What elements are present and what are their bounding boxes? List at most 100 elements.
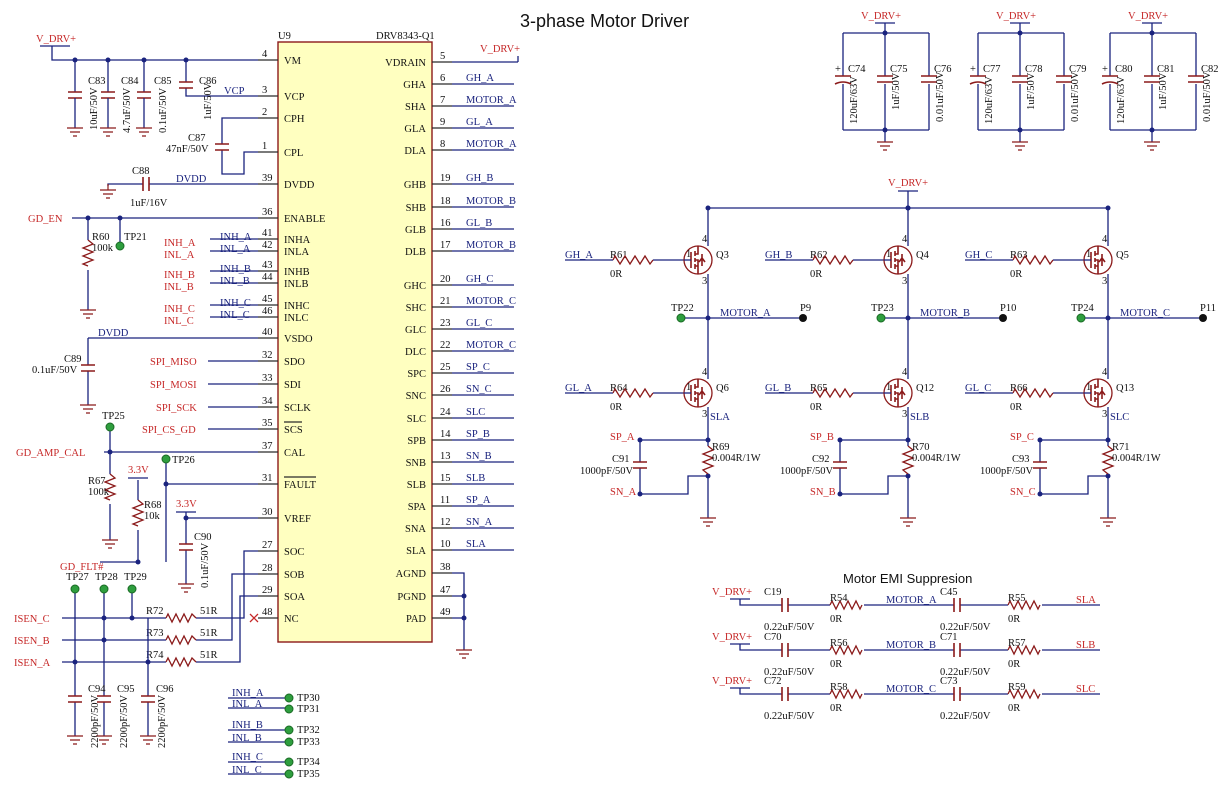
ic-pin-name-glb: GLB (405, 225, 426, 236)
tp-net-inl-c: INL_C (232, 765, 262, 776)
ic-pin-num-1: 1 (262, 141, 267, 152)
c71-value: 0.22uF/50V (940, 667, 991, 678)
c88-value: 1uF/16V (130, 198, 168, 209)
r67-symbol (103, 473, 117, 501)
c84-value: 4.7uF/50V (122, 87, 133, 133)
net-label-sha: MOTOR_A (466, 95, 517, 106)
r72-value: 51R (200, 606, 218, 617)
ic-pin-name-enable: ENABLE (284, 214, 325, 225)
ic-pin-name-spc: SPC (407, 369, 426, 380)
p10-marker[interactable] (999, 314, 1007, 322)
c78-ref: C78 (1025, 64, 1043, 75)
wire-isen (62, 617, 226, 663)
r71-ref: R71 (1112, 442, 1130, 453)
ic-pin-name-vdrain: VDRAIN (385, 58, 426, 69)
r73-value: 51R (200, 628, 218, 639)
emi-net-sla: SLA (1076, 595, 1096, 606)
q4-ref: Q4 (916, 250, 930, 261)
r57-value: 0R (1008, 659, 1020, 670)
net-label-gha: GH_A (466, 73, 494, 84)
ic-pin-num-3: 3 (262, 85, 267, 96)
wire-ic-gnd (452, 572, 465, 650)
p11-marker[interactable] (1199, 314, 1207, 322)
tp32-marker[interactable] (284, 725, 294, 735)
ic-pin-num-4: 4 (262, 49, 268, 60)
ic-pin-num-38: 38 (440, 562, 451, 573)
r54-symbol (829, 599, 863, 611)
emi-net-motor_a: MOTOR_A (886, 595, 937, 606)
port-gd-flt: GD_FLT# (60, 562, 104, 573)
ic-pin-num-20: 20 (440, 274, 451, 285)
r66-symbol (1012, 387, 1054, 399)
tp24-marker[interactable] (1076, 313, 1086, 323)
tp33-marker[interactable] (284, 737, 294, 747)
c73-ref: C73 (940, 676, 958, 687)
emi-section-title: Motor EMI Suppresion (843, 571, 972, 586)
input-nets (210, 238, 258, 318)
r61-ref: R61 (610, 250, 628, 261)
r74-value: 51R (200, 650, 218, 661)
ic-pin-num-43: 43 (262, 260, 273, 271)
ic-pin-num-45: 45 (262, 294, 273, 305)
ic-pin-name-vm: VM (284, 56, 302, 67)
c93-value: 1000pF/50V (980, 466, 1034, 477)
bulk-cap-groups: V_DRV++C74120uF/63VC751uF/50VC760.01uF/5… (834, 11, 1219, 151)
r71-symbol (1101, 445, 1115, 475)
emi-wire-0 (730, 598, 1100, 606)
r57-symbol (1007, 644, 1041, 656)
ic-pin-num-48: 48 (262, 607, 273, 618)
port-inh-c: INH_C (164, 304, 195, 315)
ic-pin-name-vref: VREF (284, 514, 311, 525)
tp27-label: TP27 (66, 572, 89, 583)
tp28-marker[interactable] (99, 584, 109, 594)
ic-pin-name-cph: CPH (284, 114, 305, 125)
bridge-net-slb: SLB (910, 412, 929, 423)
c77-ref: C77 (983, 64, 1001, 75)
q3-symbol (683, 245, 713, 275)
q3-pin-gate: 1 (686, 249, 691, 260)
q13-pin-drain: 4 (1102, 367, 1108, 378)
tp31-marker[interactable] (284, 704, 294, 714)
gnd-sense-1 (900, 517, 916, 527)
tp31-label: TP31 (297, 704, 320, 715)
emi-net-motor_b: MOTOR_B (886, 640, 936, 651)
port-inl-b: INL_B (164, 282, 194, 293)
ic-pin-name-dlb: DLB (405, 247, 426, 258)
tp29-marker[interactable] (127, 584, 137, 594)
bridge-net-sn_b: SN_B (810, 487, 836, 498)
c92-ref: C92 (812, 454, 830, 465)
tp27-marker[interactable] (70, 584, 80, 594)
c75-symbol (877, 75, 893, 83)
bridge-net-sla: SLA (710, 412, 730, 423)
gnd-sense-2 (1100, 517, 1116, 527)
ic-pin-num-16: 16 (440, 218, 451, 229)
p9-marker[interactable] (799, 314, 807, 322)
tp-net-inh-c: INH_C (232, 752, 263, 763)
tp23-marker[interactable] (876, 313, 886, 323)
c70-value: 0.22uF/50V (764, 667, 815, 678)
r72-symbol (165, 612, 197, 624)
q6-pin-source: 3 (702, 409, 707, 420)
gnd-bulk-0 (877, 141, 893, 151)
schematic-title: 3-phase Motor Driver (520, 11, 689, 31)
c80-value: 120uF/63V (1116, 76, 1127, 124)
tp26-marker[interactable] (161, 454, 171, 464)
bridge-net-gl_c: GL_C (965, 383, 991, 394)
ic-pin-name-spb: SPB (407, 436, 426, 447)
r72-ref: R72 (146, 606, 164, 617)
tp22-marker[interactable] (676, 313, 686, 323)
bridge-net-gh_b: GH_B (765, 250, 792, 261)
r60-ref: R60 (92, 232, 110, 243)
tp30-marker[interactable] (284, 693, 294, 703)
r69-ref: R69 (712, 442, 730, 453)
emi-net-slc: SLC (1076, 684, 1095, 695)
r64-symbol (612, 387, 654, 399)
tp34-marker[interactable] (284, 757, 294, 767)
tp21-marker[interactable] (115, 241, 125, 251)
q5-pin-drain: 4 (1102, 234, 1108, 245)
bridge-net-sn_c: SN_C (1010, 487, 1036, 498)
tp25-marker[interactable] (105, 422, 115, 432)
tp35-marker[interactable] (284, 769, 294, 779)
ic-pin-num-44: 44 (262, 272, 273, 283)
wire-isen-filter (74, 592, 149, 736)
